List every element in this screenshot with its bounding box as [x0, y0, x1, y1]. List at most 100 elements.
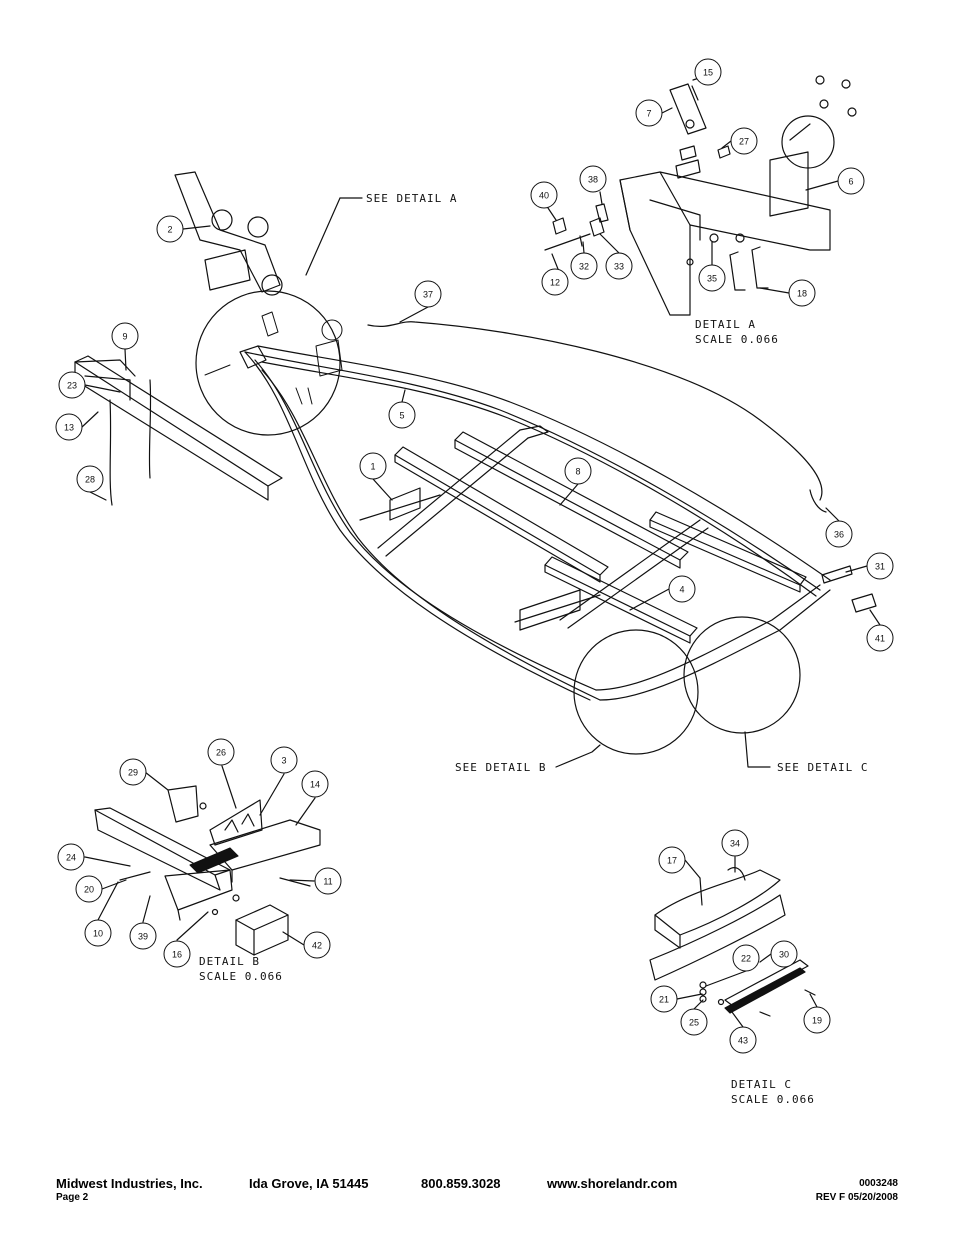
callout-33: 33	[605, 252, 633, 280]
callout-31: 31	[866, 552, 894, 580]
callout-number: 43	[738, 1036, 748, 1046]
callout-13: 13	[55, 413, 83, 441]
callout-circle	[303, 931, 331, 959]
callout-number: 27	[739, 137, 749, 147]
callout-4: 4	[668, 575, 696, 603]
detail-b-scale: SCALE 0.066	[199, 970, 283, 983]
callout-circle	[314, 867, 342, 895]
detail-c	[649, 856, 818, 1028]
detail-b	[84, 765, 321, 956]
detail-c-scale: SCALE 0.066	[731, 1093, 815, 1106]
callout-circle	[729, 1026, 757, 1054]
callout-circle	[75, 875, 103, 903]
callout-circle	[658, 846, 686, 874]
callout-circle	[721, 829, 749, 857]
callout-18: 18	[788, 279, 816, 307]
callout-32: 32	[570, 252, 598, 280]
callout-2: 2	[156, 215, 184, 243]
callout-number: 38	[588, 175, 598, 185]
callout-24: 24	[57, 843, 85, 871]
detail-a-circle	[195, 290, 341, 436]
callout-circle	[788, 279, 816, 307]
callout-number: 3	[281, 756, 286, 766]
callout-26: 26	[207, 738, 235, 766]
callout-number: 22	[741, 954, 751, 964]
callout-circle	[825, 520, 853, 548]
callout-circle	[732, 944, 760, 972]
footer-website[interactable]: www.shorelandr.com	[547, 1176, 678, 1191]
callout-number: 42	[312, 941, 322, 951]
detail-a-title: DETAIL A	[695, 318, 756, 331]
callout-circle	[668, 575, 696, 603]
callout-41: 41	[866, 624, 894, 652]
callout-number: 20	[84, 885, 94, 895]
callout-number: 12	[550, 278, 560, 288]
footer-company: Midwest Industries, Inc.	[56, 1176, 203, 1191]
callout-6: 6	[837, 167, 865, 195]
callout-circle	[866, 552, 894, 580]
callout-number: 37	[423, 290, 433, 300]
callout-number: 18	[797, 289, 807, 299]
callout-circle	[119, 758, 147, 786]
callout-circle	[698, 264, 726, 292]
callout-circle	[414, 280, 442, 308]
callout-number: 24	[66, 853, 76, 863]
see-detail-c-label: SEE DETAIL C	[777, 761, 868, 774]
callout-circle	[837, 167, 865, 195]
callout-8: 8	[564, 457, 592, 485]
callout-circle	[301, 770, 329, 798]
callout-number: 25	[689, 1018, 699, 1028]
tongue	[74, 355, 283, 487]
callout-circle	[55, 413, 83, 441]
callout-circle	[84, 919, 112, 947]
callout-36: 36	[825, 520, 853, 548]
callout-19: 19	[803, 1006, 831, 1034]
callout-number: 35	[707, 274, 717, 284]
callout-circle	[57, 843, 85, 871]
callout-7: 7	[635, 99, 663, 127]
callout-number: 19	[812, 1016, 822, 1026]
detail-c-title: DETAIL C	[731, 1078, 792, 1091]
footer-page: Page 2	[56, 1192, 89, 1203]
callout-number: 1	[370, 462, 375, 472]
callout-circle	[541, 268, 569, 296]
callout-number: 4	[679, 585, 684, 595]
callout-9: 9	[111, 322, 139, 350]
callout-circle	[58, 371, 86, 399]
callout-number: 5	[399, 411, 404, 421]
callout-14: 14	[301, 770, 329, 798]
callout-number: 6	[848, 177, 853, 187]
callout-circle	[530, 181, 558, 209]
callout-20: 20	[75, 875, 103, 903]
callout-circle	[803, 1006, 831, 1034]
callout-circle	[76, 465, 104, 493]
callout-number: 10	[93, 929, 103, 939]
callout-40: 40	[530, 181, 558, 209]
detail-b-pad	[189, 847, 239, 874]
callout-circle	[650, 985, 678, 1013]
callout-3: 3	[270, 746, 298, 774]
callout-43: 43	[729, 1026, 757, 1054]
bunk-board-4	[544, 556, 698, 637]
callout-1: 1	[359, 452, 387, 480]
callout-number: 13	[64, 423, 74, 433]
callout-number: 31	[875, 562, 885, 572]
callout-39: 39	[129, 922, 157, 950]
detail-b-circle	[573, 629, 699, 755]
callout-circle	[570, 252, 598, 280]
callout-circle	[730, 127, 758, 155]
callout-circle	[635, 99, 663, 127]
callout-number: 17	[667, 856, 677, 866]
callout-circle	[270, 746, 298, 774]
callout-circle	[359, 452, 387, 480]
callout-circle	[129, 922, 157, 950]
callout-number: 7	[646, 109, 651, 119]
callout-28: 28	[76, 465, 104, 493]
see-detail-a-label: SEE DETAIL A	[366, 192, 457, 205]
callout-number: 26	[216, 748, 226, 758]
callout-number: 39	[138, 932, 148, 942]
callout-number: 34	[730, 839, 740, 849]
callout-23: 23	[58, 371, 86, 399]
callout-circle	[156, 215, 184, 243]
